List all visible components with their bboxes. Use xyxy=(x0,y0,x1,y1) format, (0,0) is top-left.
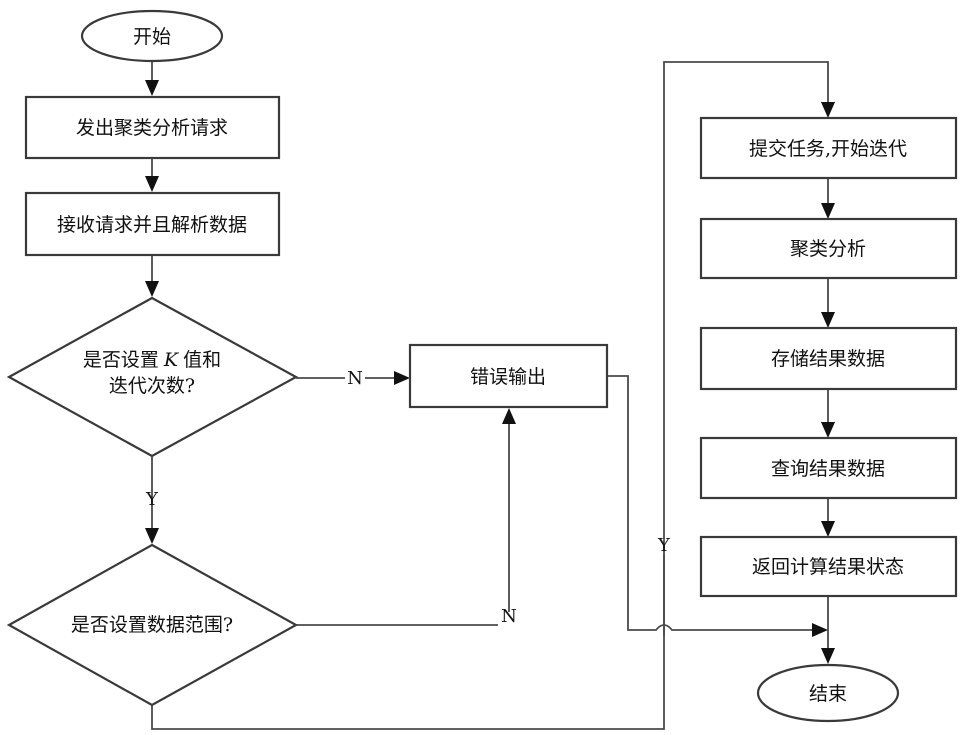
edge-error-to-end xyxy=(608,375,818,631)
label-check-k-no: N xyxy=(347,368,363,389)
arrowhead-to-error-bottom xyxy=(502,408,516,424)
arrowhead-to-return xyxy=(821,521,835,537)
arrowhead-to-error-left xyxy=(394,371,410,385)
arrowhead-to-check-k xyxy=(145,281,159,297)
check-k-diamond xyxy=(6,296,299,458)
label-check-range-yes: Y xyxy=(657,535,671,556)
return-status-label: 返回计算结果状态 xyxy=(752,556,904,578)
edge-check-range-yes-top xyxy=(663,61,829,533)
arrowhead-to-store xyxy=(821,312,835,328)
label-check-k-yes: Y xyxy=(145,489,159,510)
receive-parse-box xyxy=(24,191,281,257)
error-output-label: 错误输出 xyxy=(470,366,546,388)
node-error-output: 错误输出 xyxy=(408,343,609,409)
clustering-box xyxy=(699,217,958,280)
node-query-results: 查询结果数据 xyxy=(699,436,958,500)
end-label: 结束 xyxy=(809,683,847,705)
arrowhead-to-end xyxy=(821,648,835,664)
node-store-results: 存储结果数据 xyxy=(699,326,958,391)
query-results-box xyxy=(699,436,958,500)
check-k-label-line2: 迭代次数? xyxy=(109,375,195,397)
edge-labels: N Y N Y xyxy=(145,368,671,627)
arrowheads xyxy=(145,80,835,664)
arrowhead-to-query xyxy=(821,422,835,438)
arrowhead-to-cluster xyxy=(821,203,835,219)
node-submit-task: 提交任务,开始迭代 xyxy=(699,116,958,180)
flow-lines xyxy=(151,60,829,730)
send-request-box xyxy=(24,95,281,160)
end-terminal xyxy=(756,663,900,723)
start-terminal xyxy=(80,9,224,63)
arrowhead-error-into-end-line xyxy=(812,623,828,637)
node-send-request: 发出聚类分析请求 xyxy=(24,95,281,160)
query-results-label: 查询结果数据 xyxy=(771,458,885,480)
node-start: 开始 xyxy=(80,9,224,63)
edge-check-range-yes xyxy=(151,555,665,730)
arrowhead-to-check-range xyxy=(145,528,159,544)
check-range-diamond xyxy=(6,543,299,707)
receive-parse-label: 接收请求并且解析数据 xyxy=(57,214,247,236)
arrowhead-to-receive xyxy=(145,176,159,192)
error-output-box xyxy=(408,343,609,409)
node-receive-parse: 接收请求并且解析数据 xyxy=(24,191,281,257)
store-results-box xyxy=(699,326,958,391)
send-request-label: 发出聚类分析请求 xyxy=(76,117,228,139)
node-return-status: 返回计算结果状态 xyxy=(699,535,958,598)
arrowhead-to-submit xyxy=(821,102,835,118)
return-status-box xyxy=(699,535,958,598)
node-end: 结束 xyxy=(756,663,900,723)
store-results-label: 存储结果数据 xyxy=(771,348,885,370)
clustering-label: 聚类分析 xyxy=(790,238,866,260)
arrowhead-to-request xyxy=(145,80,159,96)
start-label: 开始 xyxy=(133,26,171,48)
node-clustering: 聚类分析 xyxy=(699,217,958,280)
label-check-range-no: N xyxy=(501,606,517,627)
submit-task-box xyxy=(699,116,958,180)
node-check-range: 是否设置数据范围? xyxy=(6,543,299,707)
check-range-label: 是否设置数据范围? xyxy=(71,614,233,636)
submit-task-label: 提交任务,开始迭代 xyxy=(749,138,907,160)
